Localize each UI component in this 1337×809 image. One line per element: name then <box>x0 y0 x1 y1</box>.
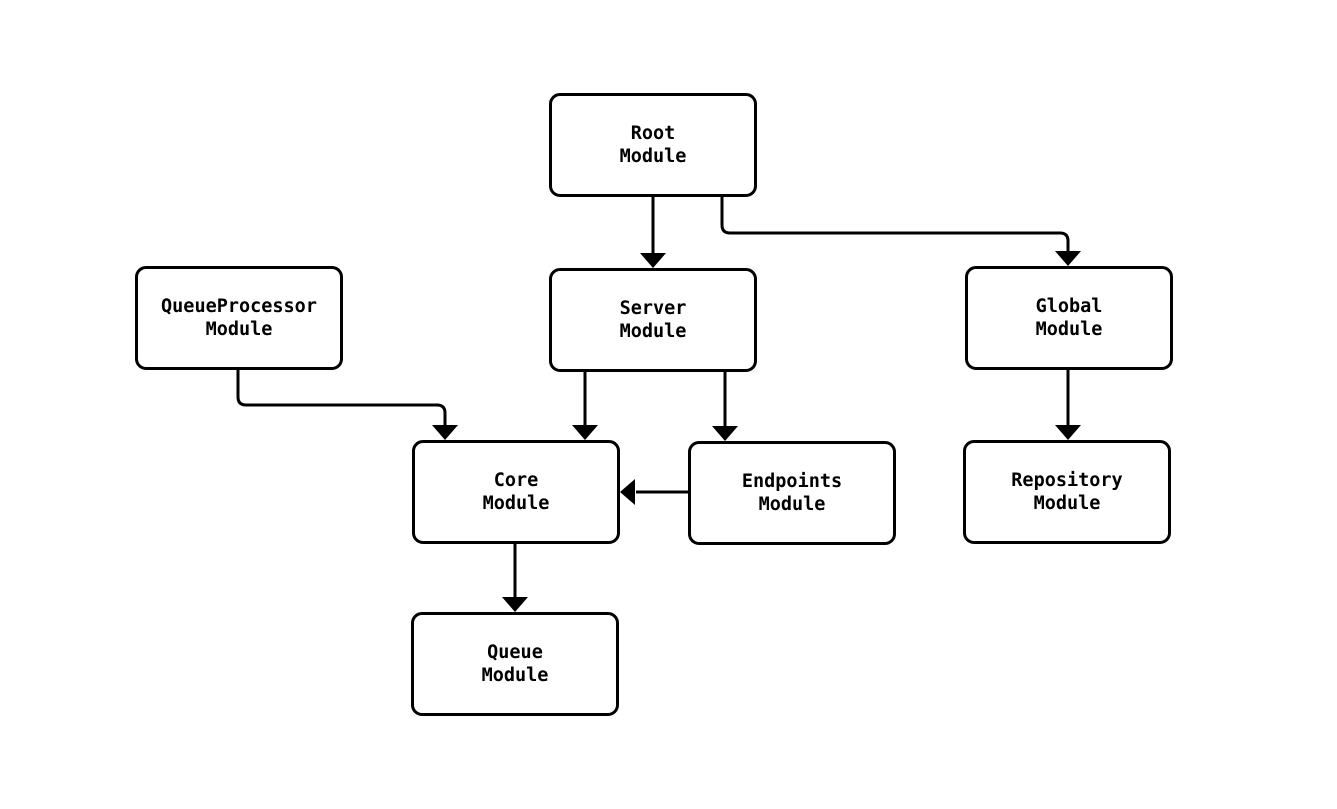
node-label-line1: Core <box>493 470 539 491</box>
node-label-line2: Module <box>1035 319 1103 340</box>
node-label-line1: Root <box>630 123 676 144</box>
arrowhead-queueprocessor-to-core <box>432 425 458 440</box>
edge-queueprocessor-to-core <box>236 370 447 426</box>
node-label-line2: Module <box>619 146 687 167</box>
node-label-line2: Module <box>205 319 273 340</box>
arrowhead-server-to-endpoints <box>712 426 738 441</box>
node-queueprocessor-module: QueueProcessor Module <box>135 266 343 370</box>
node-core-module: Core Module <box>412 440 620 544</box>
node-label-line2: Module <box>481 665 549 686</box>
node-label-line1: Global <box>1035 296 1103 317</box>
node-label-line2: Module <box>758 494 826 515</box>
node-label-line1: Repository <box>1011 470 1123 491</box>
arrowhead-endpoints-to-core <box>620 479 635 505</box>
node-label-line1: QueueProcessor <box>161 296 317 317</box>
arrowhead-server-to-core <box>572 425 598 440</box>
arrowhead-core-to-queue <box>502 597 528 612</box>
node-label-line2: Module <box>1033 493 1101 514</box>
node-root-module: Root Module <box>549 93 757 197</box>
arrowhead-root-to-global <box>1055 251 1081 266</box>
node-label-line2: Module <box>482 493 550 514</box>
node-label-line1: Queue <box>487 642 543 663</box>
arrowhead-global-to-repository <box>1055 425 1081 440</box>
node-global-module: Global Module <box>965 266 1173 370</box>
node-queue-module: Queue Module <box>411 612 619 716</box>
node-label-line1: Endpoints <box>741 471 843 492</box>
node-endpoints-module: Endpoints Module <box>688 441 896 545</box>
node-label-line1: Server <box>619 298 687 319</box>
arrowhead-root-to-server <box>640 253 666 268</box>
node-repository-module: Repository Module <box>963 440 1171 544</box>
node-label-line2: Module <box>619 321 687 342</box>
edge-root-to-global <box>720 197 1070 252</box>
node-server-module: Server Module <box>549 268 757 372</box>
